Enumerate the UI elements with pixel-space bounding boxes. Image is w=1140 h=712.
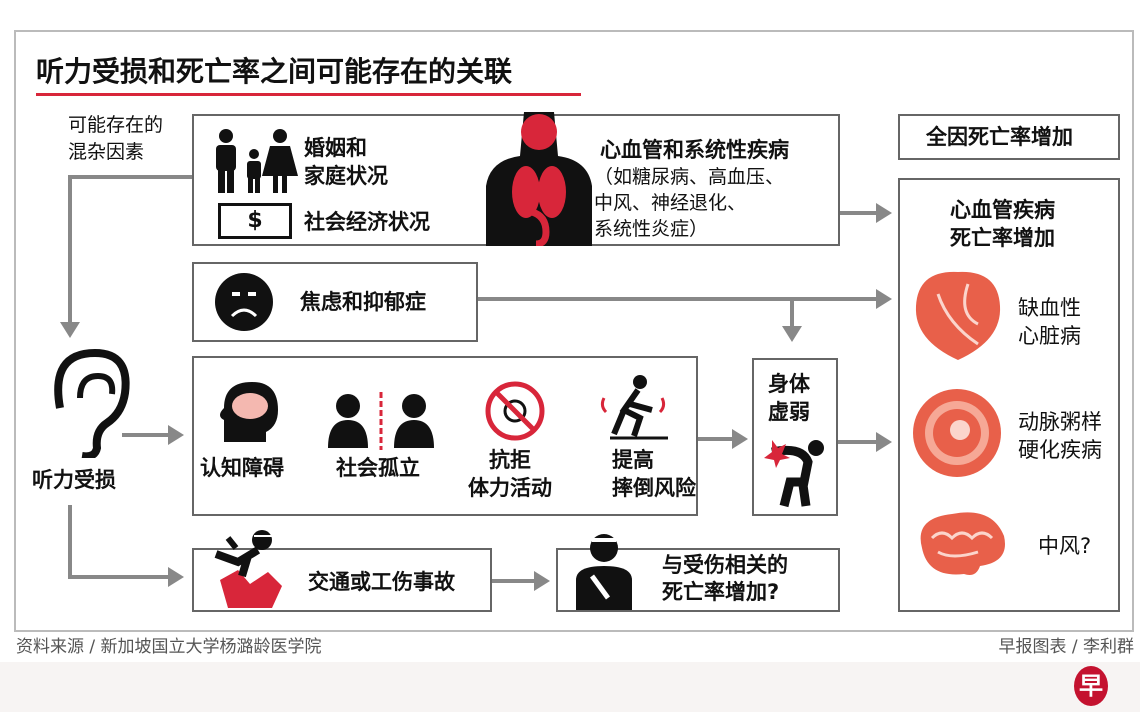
traffic-work-accident: 交通或工伤事故: [308, 570, 455, 594]
connector: [68, 175, 72, 325]
arrow-right-icon: [876, 432, 892, 452]
social-isolation-icon: [328, 392, 434, 450]
artery-icon: [913, 389, 1001, 477]
ischemic-heart-disease: 缺血性 心脏病: [1018, 296, 1081, 348]
marital-family-status: 婚姻和 家庭状况: [304, 136, 388, 188]
all-cause-mortality-box: [898, 114, 1120, 160]
frailty-label: 身体 虚弱: [768, 372, 810, 424]
dollar-icon: $: [218, 203, 292, 239]
falling-person-icon: [600, 375, 668, 440]
sad-face-icon: [215, 273, 273, 331]
heart-icon: [915, 271, 1001, 360]
arrow-down-icon: [782, 326, 802, 342]
frailty-box: [752, 358, 838, 516]
frail-person-icon: [764, 440, 824, 508]
arrow-right-icon: [168, 567, 184, 587]
infographic-title: 听力受损和死亡率之间可能存在的关联: [36, 55, 513, 88]
brain-head-icon: [220, 382, 278, 442]
arrow-down-icon: [60, 322, 80, 338]
no-activity-icon: [485, 381, 545, 441]
connector: [492, 579, 536, 583]
brain-icon: [920, 512, 1005, 575]
arrow-right-icon: [876, 289, 892, 309]
cognitive-impairment: 认知障碍: [200, 456, 284, 480]
fall-risk: 提高 摔倒风险: [612, 448, 696, 500]
atherosclerotic-disease: 动脉粥样 硬化疾病: [1018, 410, 1102, 462]
graphic-credit: 早报图表 / 李利群: [998, 637, 1134, 657]
arrow-right-icon: [534, 571, 550, 591]
zaobao-logo: 早: [1074, 666, 1108, 706]
connector: [698, 437, 734, 441]
connector: [68, 575, 172, 579]
connector: [840, 211, 880, 215]
hearing-loss-label: 听力受损: [32, 468, 116, 492]
family-icon: [216, 129, 298, 193]
connector: [478, 297, 878, 301]
ear-icon: [54, 348, 130, 458]
social-isolation: 社会孤立: [336, 456, 420, 480]
arrow-right-icon: [876, 203, 892, 223]
activity-avoidance: 抗拒 体力活动: [468, 448, 552, 500]
anxiety-depression: 焦虑和抑郁症: [300, 290, 426, 314]
cardio-systemic-detail: （如糖尿病、高血压、 中风、神经退化、 系统性炎症）: [594, 166, 785, 240]
all-cause-mortality: 全因死亡率增加: [926, 125, 1073, 149]
cardio-systemic-title: 心血管和系统性疾病: [600, 138, 789, 162]
injured-person-icon: [576, 534, 632, 610]
connector: [68, 175, 192, 179]
connector: [790, 297, 794, 327]
mediators-box: [192, 356, 698, 516]
connector: [122, 433, 172, 437]
injury-related-mortality: 与受伤相关的 死亡率增加?: [662, 553, 788, 604]
cvd-mortality: 心血管疾病 死亡率增加: [950, 198, 1055, 250]
arrow-right-icon: [732, 429, 748, 449]
connector: [838, 440, 878, 444]
human-body-organs-icon: [486, 112, 592, 246]
confounders-label: 可能存在的 混杂因素: [68, 114, 164, 163]
accident-icon: [214, 530, 282, 608]
arrow-right-icon: [168, 425, 184, 445]
title-underline: [36, 93, 581, 96]
connector: [68, 505, 72, 579]
stroke: 中风?: [1038, 534, 1092, 558]
source-credit: 资料来源 / 新加坡国立大学杨潞龄医学院: [16, 637, 322, 657]
socioeconomic-status: 社会经济状况: [304, 210, 430, 234]
